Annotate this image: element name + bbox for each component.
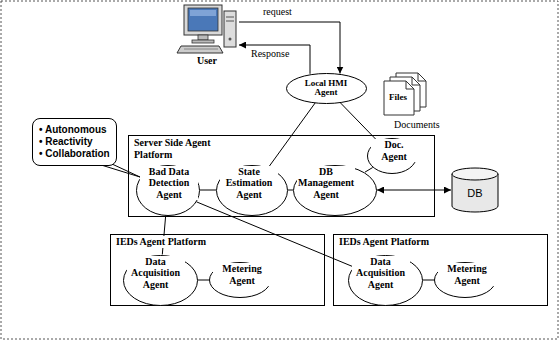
connector-arrow <box>239 45 310 74</box>
icon-label: Files <box>389 92 407 102</box>
agent-ellipse: Bad Data Detection Agent <box>136 165 200 216</box>
platform-box: IEDs Agent PlatformData Acquisition Agen… <box>333 234 548 306</box>
agent-ellipse: Data Acquisition Agent <box>348 255 423 306</box>
files-icon: FilesDocuments <box>380 72 452 134</box>
agent-ellipse: Data Acquisition Agent <box>123 255 198 306</box>
computer-icon <box>176 3 238 55</box>
user-label: User <box>197 55 217 67</box>
connector-arrow <box>377 190 451 191</box>
connector-line <box>365 168 373 173</box>
connector-arrow <box>239 22 340 74</box>
agent-ellipse: DB Management Agent <box>293 165 377 216</box>
agent-ellipse: State Estimation Agent <box>216 165 288 216</box>
platform-title: Server Side Agent Platform <box>133 137 230 160</box>
agent-label: Data Acquisition Agent <box>127 256 185 291</box>
user-terminal: User <box>175 3 239 67</box>
agent-label: DB Management Agent <box>297 166 355 201</box>
agent-label: Doc. Agent <box>371 139 417 162</box>
platform-title: IEDs Agent Platform <box>338 236 430 248</box>
database-cylinder: DB <box>451 167 499 213</box>
database-label: DB <box>451 187 499 199</box>
callout-item: • Autonomous <box>39 124 110 136</box>
platform-title: IEDs Agent Platform <box>115 236 207 248</box>
callout-box: • Autonomous• Reactivity• Collaboration <box>32 118 117 166</box>
connector-line <box>198 280 210 281</box>
agent-label: Data Acquisition Agent <box>352 256 410 291</box>
connector-line <box>288 190 293 191</box>
callout-item: • Collaboration <box>39 148 110 160</box>
platform-box: Server Side Agent Platform Doc. AgentBad … <box>128 135 435 217</box>
icon-caption: Documents <box>394 119 440 130</box>
agent-ellipse: Metering Agent <box>209 262 271 298</box>
agent-label: Bad Data Detection Agent <box>140 166 198 201</box>
agent-ellipse: Doc. Agent <box>367 138 417 174</box>
agent-label: Local HMI Agent <box>298 79 354 98</box>
platform-box: IEDs Agent PlatformData Acquisition Agen… <box>110 234 325 306</box>
agent-label: State Estimation Agent <box>220 166 278 201</box>
agent-label: Metering Agent <box>438 263 496 286</box>
callout-item: • Reactivity <box>39 136 110 148</box>
connector-line <box>423 280 435 281</box>
connector-line <box>200 190 216 191</box>
edge-label: request <box>262 6 293 17</box>
agent-ellipse: Metering Agent <box>434 262 496 298</box>
agent-ellipse: Local HMI Agent <box>286 73 367 104</box>
edge-label: Response <box>250 48 290 59</box>
agent-label: Metering Agent <box>213 263 271 286</box>
